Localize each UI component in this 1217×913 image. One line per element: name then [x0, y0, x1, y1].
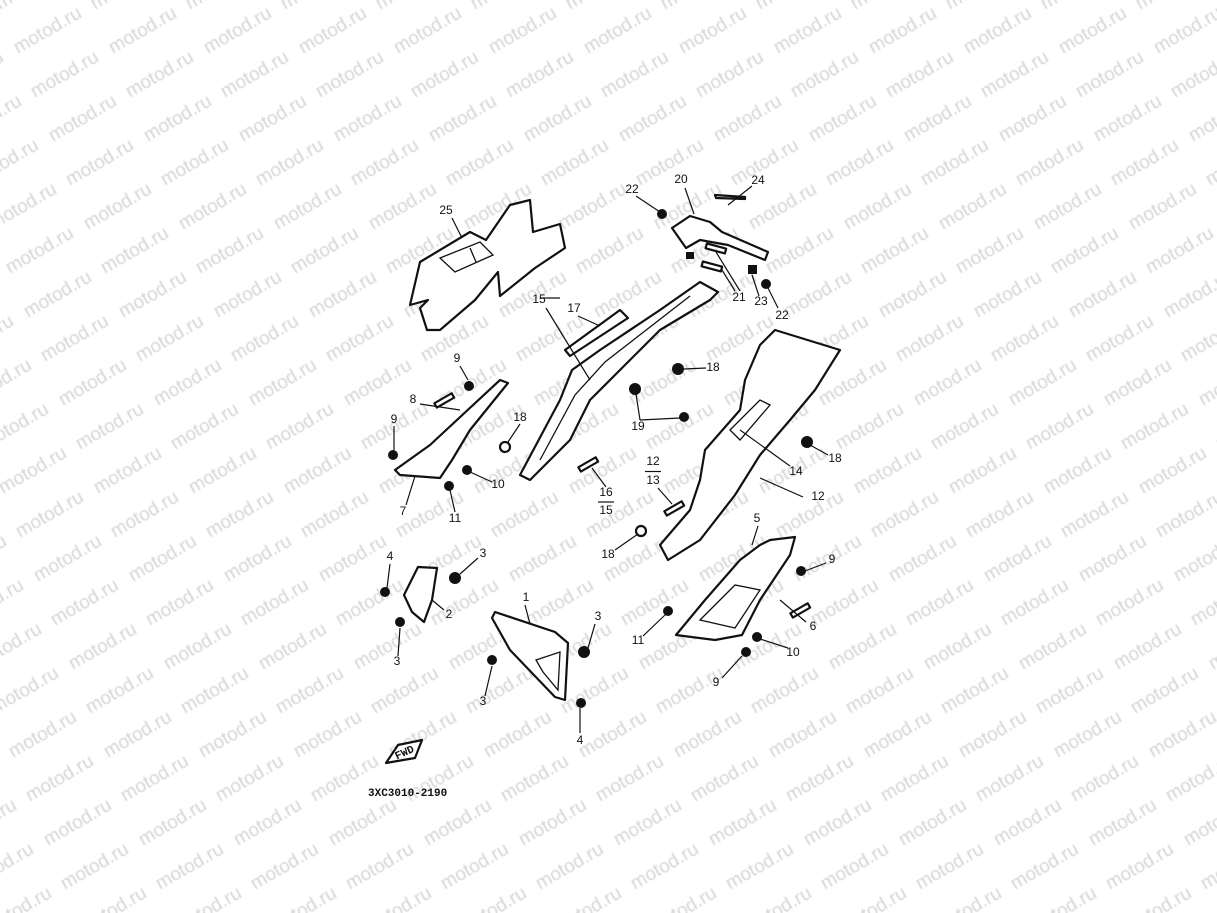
part-6-spacer	[789, 602, 812, 619]
leader-lines	[386, 185, 829, 733]
callout-22: 22	[625, 182, 639, 196]
callout-16: 16	[599, 485, 613, 499]
callout-11: 11	[449, 511, 462, 525]
callout-7: 7	[400, 504, 407, 518]
callout-17: 17	[567, 301, 581, 315]
part-8-spacer	[433, 392, 456, 409]
part-12-side-cover	[658, 328, 842, 562]
callout-3: 3	[394, 654, 401, 668]
callout-6: 6	[810, 619, 817, 633]
callout-3: 3	[480, 694, 487, 708]
callout-11: 11	[632, 633, 645, 647]
part-13-spacer	[663, 500, 686, 517]
callout-1: 1	[523, 590, 530, 604]
drawing-code: 3XC3010-2190	[368, 788, 447, 800]
callout-10: 10	[491, 477, 505, 491]
part-2-bracket	[402, 565, 439, 624]
callout-12: 12	[646, 454, 660, 468]
part-1-cover	[490, 610, 570, 702]
callout-18: 18	[513, 410, 527, 424]
callout-15: 15	[599, 503, 613, 517]
fasteners	[380, 209, 813, 708]
part-17-strip	[563, 308, 630, 358]
callout-15: 15	[532, 292, 546, 306]
part-16-spacer	[577, 456, 600, 473]
callout-24: 24	[751, 173, 765, 187]
callout-22: 22	[775, 308, 789, 322]
callout-10: 10	[786, 645, 800, 659]
callout-19: 19	[631, 419, 645, 433]
callout-4: 4	[387, 549, 394, 563]
callout-8: 8	[410, 392, 417, 406]
callout-5: 5	[754, 511, 761, 525]
callout-12: 12	[811, 489, 825, 503]
part-7-bracket	[393, 378, 510, 480]
callout-18: 18	[601, 547, 615, 561]
callout-21: 21	[732, 290, 746, 304]
callout-9: 9	[391, 412, 398, 426]
callout-18: 18	[828, 451, 842, 465]
callout-18: 18	[706, 360, 720, 374]
callout-20: 20	[674, 172, 688, 186]
part-20-bracket	[670, 214, 770, 262]
callout-25: 25	[439, 203, 453, 217]
callout-4: 4	[577, 733, 584, 747]
fwd-arrow-icon: FWD	[384, 738, 424, 765]
callout-2: 2	[446, 607, 453, 621]
callout-23: 23	[754, 294, 768, 308]
callout-13: 13	[646, 473, 660, 487]
callout-3: 3	[480, 546, 487, 560]
part-5-cover	[674, 535, 797, 642]
callout-9: 9	[713, 675, 720, 689]
callout-3: 3	[595, 609, 602, 623]
callout-14: 14	[789, 464, 803, 478]
callout-9: 9	[454, 351, 461, 365]
part-25-cover	[408, 198, 567, 332]
part-21-spacers	[700, 242, 728, 273]
callout-9: 9	[829, 552, 836, 566]
part-15-rail	[518, 280, 720, 482]
